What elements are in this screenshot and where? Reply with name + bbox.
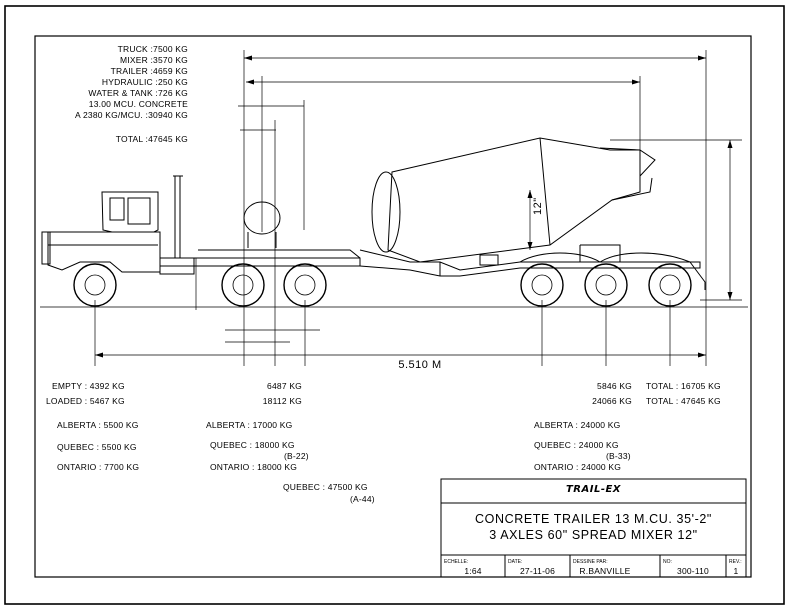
front-axle-empty: EMPTY : 4392 KG — [52, 381, 125, 391]
revision-value: 1 — [733, 566, 739, 576]
weight-hydraulic: HYDRAULIC :250 KG — [101, 77, 188, 87]
truck-hood — [47, 231, 161, 273]
trailer-axle-empty: 5846 KG — [597, 381, 632, 391]
title-line-1: CONCRETE TRAILER 13 M.CU. 35'-2" — [475, 512, 712, 526]
dimension-lines — [94, 50, 742, 366]
cab-window-front — [109, 197, 125, 221]
drawing-number: 300-110 — [677, 566, 709, 576]
quebec-total: QUEBEC : 47500 KG — [283, 482, 368, 492]
drum-end — [371, 171, 401, 253]
total-empty: TOTAL : 16705 KG — [646, 381, 721, 391]
drum-chute — [599, 147, 656, 201]
title-line-2: 3 AXLES 60" SPREAD MIXER 12" — [489, 528, 698, 542]
quebec-trailer-code: (B-33) — [606, 451, 631, 461]
trail-ex-logo: TRAIL-EX — [565, 484, 622, 495]
scale-value: 1:64 — [464, 566, 482, 576]
fender — [519, 252, 691, 263]
weight-truck: TRUCK :7500 KG — [117, 44, 188, 54]
grille — [41, 231, 51, 265]
overall-length: 5.510 M — [398, 359, 442, 371]
total-loaded: TOTAL : 47645 KG — [646, 396, 721, 406]
quebec-drive: QUEBEC : 18000 KG — [210, 440, 295, 450]
alberta-drive: ALBERTA : 17000 KG — [206, 420, 293, 430]
trailer-frame — [359, 249, 701, 277]
quebec-total-code: (A-44) — [350, 494, 375, 504]
date-label: DATE: — [508, 559, 523, 565]
revision-label: REV.: — [729, 559, 742, 565]
ontario-drive: ONTARIO : 18000 KG — [210, 462, 298, 472]
alberta-front: ALBERTA : 5500 KG — [57, 420, 139, 430]
drive-axle-loaded: 18112 KG — [262, 396, 302, 406]
trailer-wheel-1 — [520, 263, 564, 307]
trailer-wheel-3 — [648, 263, 692, 307]
vehicle-drawing — [41, 137, 706, 290]
weight-water-tank: WATER & TANK :726 KG — [88, 88, 188, 98]
rear-bumper — [689, 261, 706, 290]
truck-frame — [160, 257, 361, 267]
drive-wheel-2 — [283, 263, 327, 307]
number-label: NO: — [663, 559, 672, 565]
weight-total: TOTAL :47645 KG — [115, 134, 188, 144]
date-value: 27-11-06 — [520, 566, 555, 576]
quebec-front: QUEBEC : 5500 KG — [57, 442, 137, 452]
ontario-trailer: ONTARIO : 24000 KG — [534, 462, 622, 472]
trailer-axle-loaded: 24066 KG — [592, 396, 632, 406]
hydraulic-box — [479, 254, 499, 266]
drive-wheel-1 — [221, 263, 265, 307]
cab-window — [127, 197, 151, 225]
drum-dimension: 12" — [532, 197, 544, 215]
ontario-front: ONTARIO : 7700 KG — [57, 462, 140, 472]
front-wheel — [73, 263, 117, 307]
weight-mixer: MIXER :3570 KG — [120, 55, 188, 65]
concrete-volume: 13.00 MCU. CONCRETE — [88, 99, 188, 109]
drive-axle-empty: 6487 KG — [267, 381, 302, 391]
outer-border — [4, 5, 785, 605]
front-axle-loaded: LOADED : 5467 KG — [46, 396, 125, 406]
mixer-drum — [387, 137, 641, 263]
concrete-weight: A 2380 KG/MCU. :30940 KG — [75, 110, 188, 120]
alberta-trailer: ALBERTA : 24000 KG — [534, 420, 621, 430]
drawn-by-label: DESSINE PAR: — [573, 559, 608, 565]
trailer-wheel-2 — [584, 263, 628, 307]
quebec-drive-code: (B-22) — [284, 451, 309, 461]
arrowheads — [95, 55, 733, 358]
weight-trailer: TRAILER :4659 KG — [110, 66, 188, 76]
wheels — [73, 263, 692, 307]
inner-border — [34, 35, 752, 578]
quebec-trailer: QUEBEC : 24000 KG — [534, 440, 619, 450]
title-block — [440, 478, 747, 578]
drawn-by-value: R.BANVILLE — [579, 566, 631, 576]
scale-label: ECHELLE: — [444, 559, 469, 565]
exhaust-stack — [173, 175, 183, 258]
